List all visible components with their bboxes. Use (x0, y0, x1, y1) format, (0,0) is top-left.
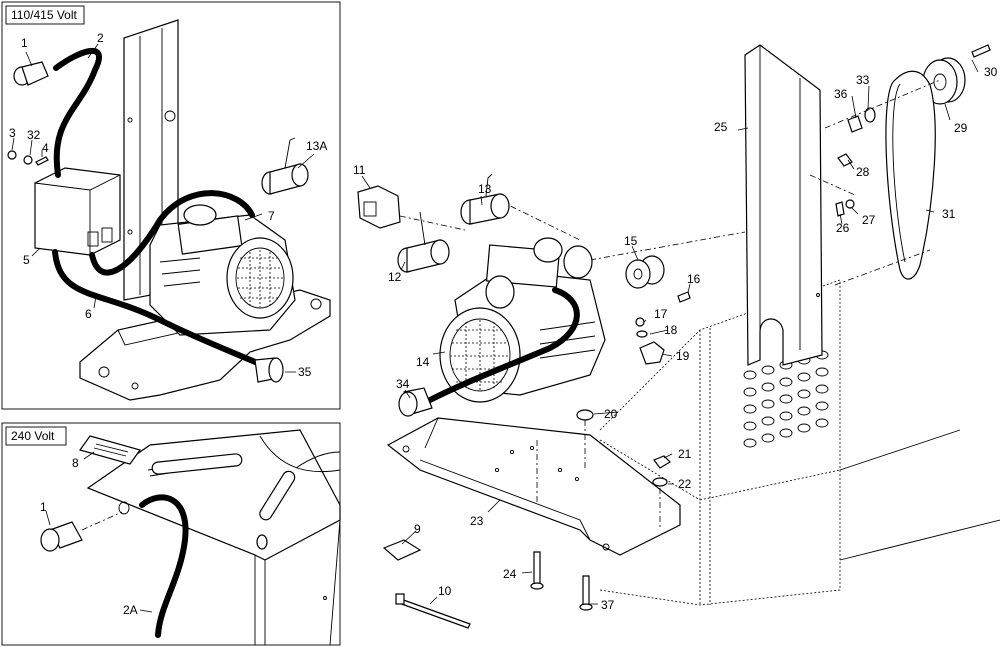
callout-20: 20 (604, 407, 618, 421)
panel-110-415-volt: 110/415 Volt (1, 1, 341, 410)
pulley-29 (922, 44, 991, 105)
pad-9 (382, 539, 422, 561)
callout-21: 21 (678, 447, 692, 461)
callout-24: 24 (503, 567, 517, 581)
callout-23: 23 (470, 514, 484, 528)
callout-37: 37 (601, 598, 615, 612)
callout-8: 8 (72, 456, 79, 470)
cable-7 (89, 190, 255, 276)
panel-title-240: 240 Volt (11, 429, 55, 443)
callout-1-bottom: 1 (40, 500, 47, 514)
machine-housing-outline (599, 279, 1000, 606)
callout-19: 19 (676, 349, 690, 363)
callout-22: 22 (678, 477, 692, 491)
callout-36: 36 (834, 87, 848, 101)
callout-4: 4 (42, 141, 49, 155)
callout-14: 14 (416, 355, 430, 369)
main-exploded-view: 11 13 12 14 34 15 16 17 18 19 20 21 22 2… (353, 44, 1000, 629)
callout-13: 13 (478, 182, 492, 196)
callout-25: 25 (714, 120, 728, 134)
callout-28: 28 (856, 165, 870, 179)
callout-26: 26 (836, 221, 850, 235)
panel-240-volt: 240 Volt 8 1 2A (1, 422, 341, 646)
cable-6 (52, 249, 265, 368)
mount-fasteners-17-19 (635, 317, 665, 365)
capacitor-13a (261, 137, 309, 195)
plug-1-top (13, 61, 49, 86)
callout-3: 3 (9, 126, 16, 140)
plug-1-bottom (40, 521, 83, 552)
connector-35 (254, 357, 284, 383)
switch-plate-11 (357, 185, 401, 229)
callout-2a: 2A (123, 603, 138, 617)
callout-5: 5 (23, 253, 30, 267)
vent-holes (743, 350, 829, 448)
fasteners-3-32-4 (7, 150, 49, 166)
belt-31 (885, 70, 936, 280)
callout-29: 29 (954, 121, 968, 135)
connector-34 (398, 387, 433, 417)
motor-base-23 (386, 417, 681, 556)
callout-30: 30 (984, 65, 998, 79)
motor-left (149, 204, 296, 336)
callout-34: 34 (396, 377, 410, 391)
callout-35: 35 (298, 365, 312, 379)
callout-18: 18 (664, 323, 678, 337)
callout-11: 11 (353, 163, 366, 177)
callout-27: 27 (862, 213, 876, 227)
column-25 (744, 44, 823, 366)
callout-15: 15 (624, 234, 638, 248)
callout-16: 16 (687, 272, 701, 286)
callout-10: 10 (438, 584, 452, 598)
cable-2a (139, 494, 189, 638)
callout-32: 32 (27, 128, 41, 142)
axis-lines-right (399, 79, 941, 286)
motor-main (439, 237, 606, 403)
switch-box (34, 167, 121, 256)
callout-2: 2 (97, 31, 104, 45)
callout-17: 17 (654, 307, 668, 321)
bolt-37 (579, 575, 593, 611)
callout-1: 1 (21, 36, 28, 50)
panel-title-110-415: 110/415 Volt (11, 8, 78, 22)
machine-body-corner (86, 429, 341, 646)
base-fasteners-20-22 (536, 409, 671, 530)
capacitor-12 (397, 211, 450, 273)
cable-tie-10 (395, 593, 471, 629)
callout-31: 31 (942, 207, 956, 221)
callout-6: 6 (85, 307, 92, 321)
bolt-24 (530, 551, 544, 590)
panel-title-box (5, 5, 85, 25)
callout-7: 7 (268, 209, 275, 223)
callout-13a: 13A (306, 139, 327, 153)
callout-33: 33 (856, 73, 870, 87)
cable-34 (427, 287, 580, 403)
fasteners-column-right (835, 107, 876, 217)
motor-pulley-15 (625, 255, 691, 303)
capacitor-13 (460, 173, 510, 225)
callout-12: 12 (388, 270, 402, 284)
callout-9: 9 (414, 522, 421, 536)
emergency-stop-label-8 (79, 435, 141, 465)
panel-title-box-240 (5, 426, 67, 446)
cable-2 (53, 48, 102, 178)
